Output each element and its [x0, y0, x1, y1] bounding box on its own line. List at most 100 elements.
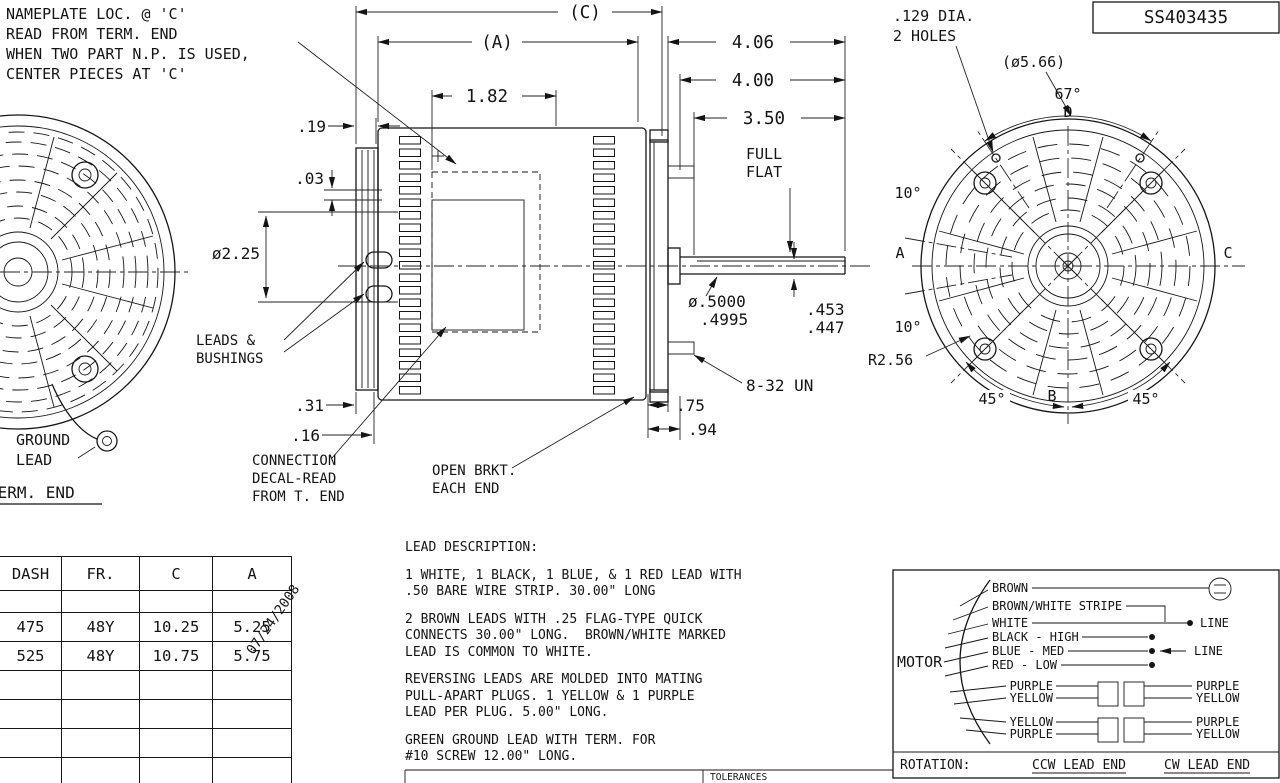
end-view-dimensions: [925, 45, 1171, 410]
table-cell: 475: [0, 613, 62, 642]
full-flat-label-2: FLAT: [746, 163, 782, 181]
dim-a-label: (A): [481, 33, 513, 53]
plug2-left-bottom: PURPLE: [1010, 727, 1053, 741]
table-cell: [0, 729, 62, 758]
connection-decal-label-3: FROM T. END: [252, 489, 345, 505]
table-cell: [0, 671, 62, 700]
leads-bushings-label-1: LEADS &: [196, 333, 256, 349]
motor-label: MOTOR: [897, 653, 943, 671]
shaft-dia-label-1: ø.5000: [688, 292, 746, 311]
table-cell: 525: [0, 642, 62, 671]
table-cell: 5.25: [213, 613, 292, 642]
table-cell: [0, 758, 62, 783]
term-end-mount-ears: [71, 161, 99, 383]
lead-desc-line: LEAD PER PLUG. 5.00" LONG.: [405, 705, 609, 720]
lead-description: LEAD DESCRIPTION: 1 WHITE, 1 BLACK, 1 BL…: [405, 540, 785, 766]
dim-94-label: .94: [688, 420, 717, 439]
dim-16-label: .16: [291, 426, 320, 445]
stud-top: [667, 165, 695, 179]
wiring-fan-lines: [943, 589, 1007, 735]
angle-45-left-label: 45°: [978, 390, 1005, 408]
connection-decal-outline: [431, 171, 541, 333]
nameplate-note-line-3: WHEN TWO PART N.P. IS USED,: [6, 45, 250, 63]
lead-desc-line: #10 SCREW 12.00" LONG.: [405, 749, 578, 764]
part-number: SS403435: [1144, 8, 1228, 28]
table-cell: [62, 671, 140, 700]
nameplate-note-line-1: NAMEPLATE LOC. @ 'C': [6, 5, 187, 23]
lead-desc-line: PULL-APART PLUGS. 1 YELLOW & 1 PURPLE: [405, 688, 695, 704]
ground-lead-wire: [51, 383, 118, 452]
ccw-label: CCW LEAD END: [1032, 758, 1126, 773]
motor-term-end-view: [0, 114, 192, 452]
stud-bottom: [667, 341, 695, 355]
lead-desc-line: REVERSING LEADS ARE MOLDED INTO MATING: [405, 672, 703, 687]
lead-bushing-top: [365, 251, 393, 269]
table-cell: [213, 729, 292, 758]
table-cell: [140, 758, 213, 783]
table-cell: [0, 591, 62, 613]
table-cell: [213, 758, 292, 783]
radius-label: R2.56: [868, 351, 913, 369]
end-ring: [355, 147, 379, 391]
ground-lead-label-2: LEAD: [16, 451, 52, 469]
flat-depth-label-1: .453: [806, 300, 845, 319]
shaft: [680, 256, 846, 275]
table-cell: [140, 729, 213, 758]
side-view-dimensions: [0, 3, 846, 505]
table-cell: [140, 591, 213, 613]
open-bracket-label-1: OPEN BRKT.: [432, 463, 516, 479]
plug2-left-top: YELLOW: [1010, 715, 1054, 729]
spec-table: DASH FR. C A 475 48Y 10.25 5.25 525 48Y …: [0, 556, 292, 783]
table-cell: 48Y: [62, 613, 140, 642]
lead-white: WHITE: [992, 616, 1028, 630]
lead-desc-title: LEAD DESCRIPTION:: [405, 540, 539, 555]
part-number-box: [1092, 1, 1280, 34]
dim-225-label: ø2.25: [212, 244, 260, 263]
axis-b-label: B: [1047, 387, 1056, 405]
mount-hole-right: [1135, 153, 1145, 163]
dim-c-label: (C): [569, 3, 601, 23]
table-cell: 5.75: [213, 642, 292, 671]
table-cell: 10.25: [140, 613, 213, 642]
reversing-plug-2: [1056, 717, 1192, 743]
end-view-bolts: [973, 171, 1163, 361]
line-plug-symbol: [1208, 577, 1232, 601]
holes-label-1: .129 DIA.: [893, 7, 974, 25]
angle-67-label: 67°: [1054, 85, 1081, 103]
table-header-dash: DASH: [0, 557, 62, 591]
table-cell: 48Y: [62, 642, 140, 671]
motor-arc: [959, 579, 991, 745]
dim-406-label: 4.06: [732, 33, 774, 53]
holes-label-2: 2 HOLES: [893, 27, 956, 45]
plug1-left-top: PURPLE: [1010, 679, 1053, 693]
open-bracket-label-2: EACH END: [432, 481, 499, 497]
dim-350-label: 3.50: [743, 109, 785, 129]
dim-31-label: .31: [295, 396, 324, 415]
lead-red-low: RED - LOW: [992, 658, 1058, 672]
title-block-strip: [404, 769, 893, 783]
tolerances-label: TOLERANCES: [710, 772, 767, 783]
lead-blue-med: BLUE - MED: [992, 644, 1064, 658]
plug1-right-bottom: YELLOW: [1196, 691, 1240, 705]
lead-desc-line: CONNECTS 30.00" LONG. BROWN/WHITE MARKED: [405, 628, 726, 643]
lead-bushing-bottom: [365, 285, 393, 303]
table-cell: 10.75: [140, 642, 213, 671]
lead-desc-line: 2 BROWN LEADS WITH .25 FLAG-TYPE QUICK: [405, 611, 703, 627]
cw-label: CW LEAD END: [1164, 758, 1250, 773]
angle-45-right-label: 45°: [1132, 390, 1159, 408]
l ead-brown-white: BROWN/WHITE STRIPE: [992, 599, 1122, 613]
axis-c-label: C: [1223, 244, 1232, 262]
reversing-plug-1: [1056, 681, 1192, 707]
thread-label: 8-32 UN: [746, 376, 813, 395]
table-header-fr: FR.: [62, 557, 140, 591]
line-label-bottom: LINE: [1194, 644, 1223, 658]
motor-end-view: [904, 45, 1245, 424]
axis-d-label: D: [1063, 103, 1072, 121]
mount-hole-left: [991, 153, 1001, 163]
shaft-dia-label-2: .4995: [700, 310, 748, 329]
line-label-top: LINE: [1200, 616, 1229, 630]
table-cell: [213, 671, 292, 700]
dim-19-label: .19: [297, 117, 326, 136]
plug1-left-bottom: YELLOW: [1010, 691, 1054, 705]
